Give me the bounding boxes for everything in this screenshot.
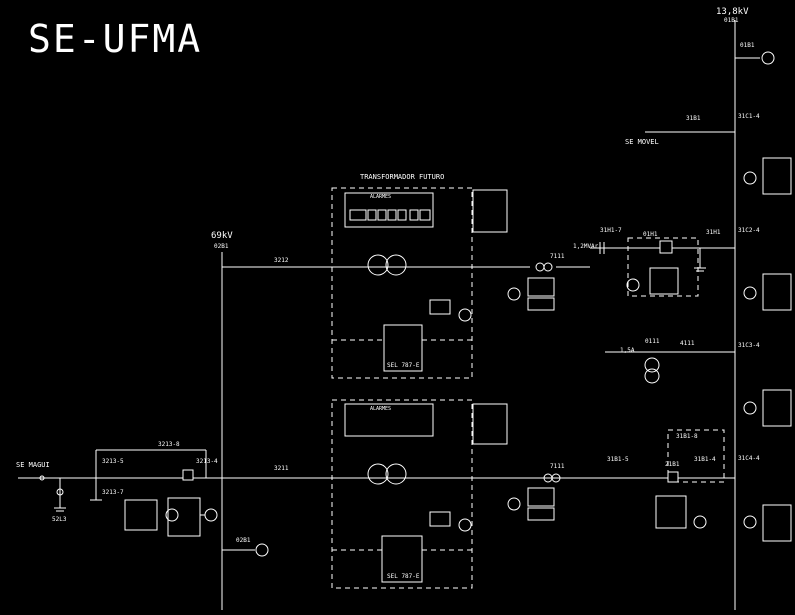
label-3213-5: 3213-5 [102, 458, 124, 465]
source-label: SE MAGUI [16, 461, 50, 469]
se-movel-label: SE MOVEL [625, 138, 659, 146]
ground-node [56, 488, 64, 496]
transformer-enclosure-bottom [331, 399, 473, 589]
meter-v1-left [165, 508, 179, 522]
transformer-enclosure-top [331, 187, 473, 379]
label-4111: 4111 [680, 340, 695, 347]
breaker-21b1 [667, 471, 679, 483]
label-0111: 0111 [645, 338, 660, 345]
bus-13kv-code: 01B1 [724, 17, 739, 24]
label-21b1: 21B1 [665, 461, 680, 468]
bus-69kv-code: 02B1 [214, 243, 229, 250]
label-31b1-8: 31B1-8 [676, 433, 698, 440]
label-52l3: 52L3 [52, 516, 67, 523]
meter-v2-13kv [761, 51, 775, 65]
label-31h1: 31H1 [706, 229, 721, 236]
feeder-relay-3 [762, 389, 792, 427]
label-3213-8: 3213-8 [158, 441, 180, 448]
breaker-symbol [182, 469, 194, 481]
transformer-symbol-top [367, 254, 389, 276]
label-3211: 3211 [274, 465, 289, 472]
line-terminal [39, 475, 45, 481]
label-31c3: 31C3-4 [738, 342, 760, 349]
label-7111-top: 7111 [550, 253, 565, 260]
protection-box-2 [167, 497, 201, 537]
meter-v2-left [204, 508, 218, 522]
protection-box-1 [124, 499, 158, 531]
label-3213-7: 3213-7 [102, 489, 124, 496]
label-02b1: 02B1 [236, 537, 251, 544]
breaker-01h1 [659, 240, 673, 254]
transformer-title: TRANSFORMADOR FUTURO [360, 173, 444, 181]
transformer-symbol-bottom [367, 463, 389, 485]
bus-69kv-label: 69kV [211, 231, 233, 241]
label-3212: 3212 [274, 257, 289, 264]
alarm-label-bottom: ALARMES [370, 406, 391, 412]
label-31b1-4: 31B1-4 [694, 456, 716, 463]
diagram-title: SE-UFMA [28, 17, 202, 61]
label-31c1: 31C1-4 [738, 113, 760, 120]
feeder-relay-4 [762, 504, 792, 542]
label-01b1: 01B1 [740, 42, 755, 49]
meter-top-v [458, 308, 472, 322]
alarm-panel-bottom [344, 403, 434, 437]
label-31c2: 31C2-4 [738, 227, 760, 234]
label-01h1: 01H1 [643, 231, 658, 238]
feeder-relay-1 [762, 157, 792, 195]
bus-13kv-label: 13,8kV [716, 7, 749, 17]
info-panel-top [472, 189, 508, 233]
relay-label-top: SEL 787-E [387, 362, 420, 369]
info-panel-bottom [472, 403, 508, 445]
label-31b1-5: 31B1-5 [607, 456, 629, 463]
relay-box-top [383, 324, 423, 372]
alarm-label-top: ALARMES [370, 194, 391, 200]
meter-top-right [507, 287, 521, 301]
label-1-5a: 1,5A [620, 347, 635, 354]
relay-label-bottom: SEL 787-E [387, 573, 420, 580]
label-3213-4: 3213-4 [196, 458, 218, 465]
capacitor-label: 1,2MVAr [573, 243, 599, 250]
relay-box-bottom [381, 535, 423, 583]
label-31c4: 31C4-4 [738, 455, 760, 462]
label-31b1-top: 31B1 [686, 115, 701, 122]
label-7111-bottom: 7111 [550, 463, 565, 470]
meter-02b1 [255, 543, 269, 557]
label-31h1-7: 31H1-7 [600, 227, 622, 234]
feeder-relay-2 [762, 273, 792, 311]
